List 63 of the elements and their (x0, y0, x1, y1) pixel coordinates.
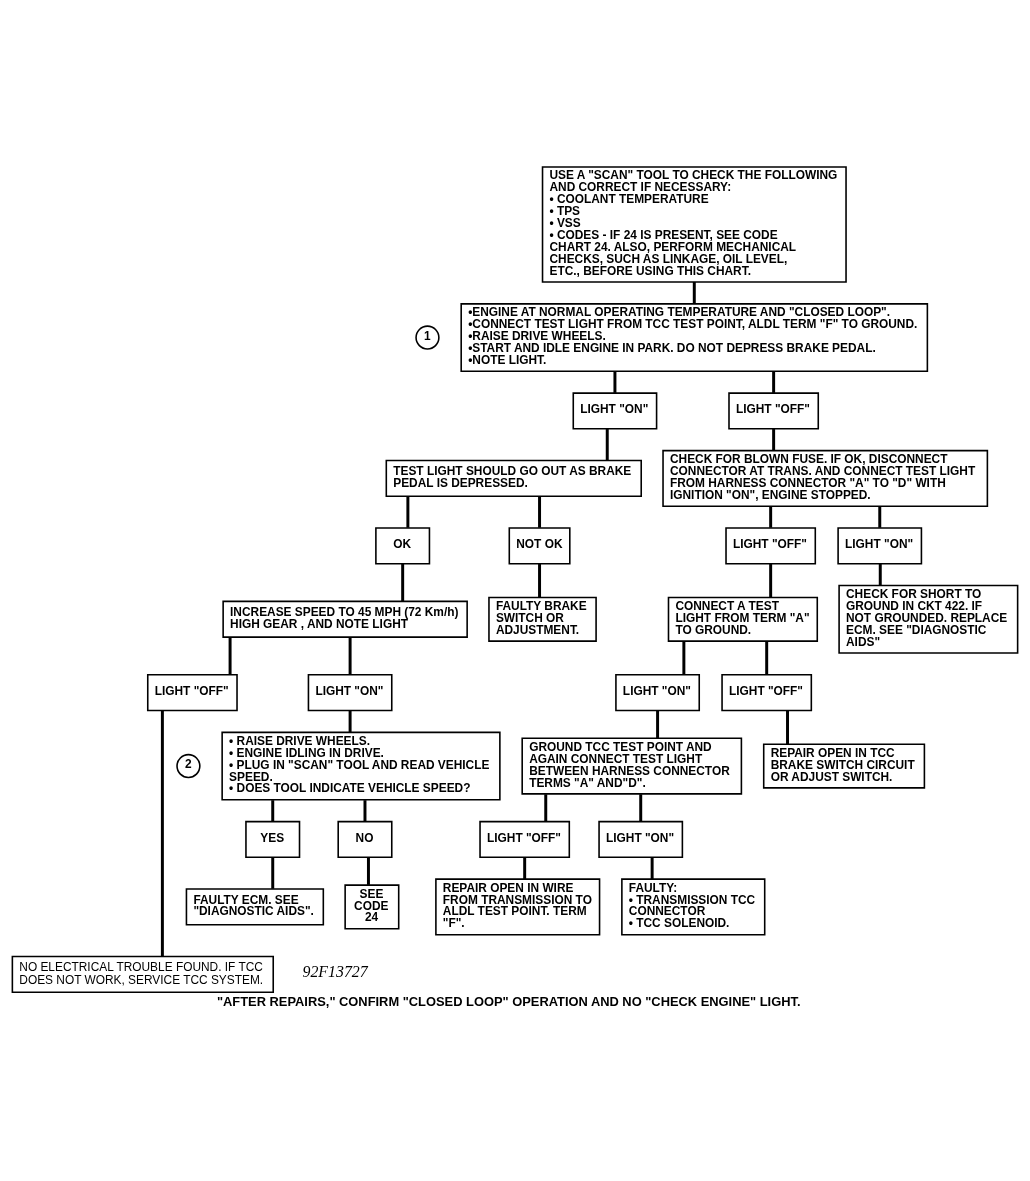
node-box: USE A "SCAN" TOOL TO CHECK THE FOLLOWING AND CORRECT IF NECESSARY: • COOLANT TEMPERATURE • TPS • VSS • CODES - IF 24 IS PRESENT, SEE CODE CHART 24. ALSO, PERFORM MECHANICAL CHECKS, SUCH AS LINKAGE, OIL LEVEL, ETC., BEFORE USING THIS CHART. (541, 166, 847, 283)
node-box: LIGHT "ON" (615, 674, 701, 712)
connector (765, 641, 769, 675)
node-box: NO (337, 820, 393, 859)
connector (348, 637, 352, 675)
connector (613, 371, 617, 393)
node-box: TEST LIGHT SHOULD GO OUT AS BRAKE PEDAL IS DEPRESSED. (385, 459, 642, 498)
node-box: NOT OK (508, 527, 571, 565)
connector (769, 506, 773, 528)
node-box: GROUND TCC TEST POINT AND AGAIN CONNECT TEST LIGHT BETWEEN HARNESS CONNECTOR TERMS "A" AND"D". (521, 737, 743, 795)
connector (605, 429, 609, 461)
connector (772, 371, 776, 393)
node-box: CHECK FOR BLOWN FUSE. IF OK, DISCONNECT CONNECTOR AT TRANS. AND CONNECT TEST LIGHT FROM HARNESS CONNECTOR "A" TO "D" WITH IGNITION "ON", ENGINE STOPPED. (662, 449, 989, 507)
node-box: LIGHT "ON" (307, 674, 393, 712)
connector (772, 429, 776, 451)
connector (656, 710, 660, 739)
node-circle: 1 (415, 325, 440, 350)
label: 92F13727 (302, 963, 368, 981)
connector (538, 564, 542, 598)
caption: "AFTER REPAIRS," CONFIRM "CLOSED LOOP" OPERATION AND NO "CHECK ENGINE" LIGHT. (216, 993, 801, 1009)
connector (363, 800, 367, 822)
connector (769, 564, 773, 598)
node-box: CHECK FOR SHORT TO GROUND IN CKT 422. IF NOT GROUNDED. REPLACE ECM. SEE "DIAGNOSTIC AIDS" (838, 584, 1019, 654)
node-box: LIGHT "ON" (837, 527, 923, 565)
node-circle: 2 (176, 753, 201, 779)
node-box: LIGHT "OFF" (721, 674, 813, 712)
connector (682, 641, 686, 675)
connector (523, 857, 527, 880)
node-box: LIGHT "OFF" (728, 392, 820, 430)
connector (271, 800, 275, 822)
node-box: YES (245, 820, 301, 859)
node-box: OK (375, 527, 431, 565)
connector (401, 564, 405, 602)
node-box: INCREASE SPEED TO 45 MPH (72 Km/h) HIGH GEAR , AND NOTE LIGHT (222, 600, 468, 638)
node-box: • RAISE DRIVE WHEELS. • ENGINE IDLING IN DRIVE. • PLUG IN "SCAN" TOOL AND READ VEHICLE SPEED. • DOES TOOL INDICATE VEHICLE SPEED? (221, 731, 501, 801)
node-box: LIGHT "OFF" (725, 527, 817, 565)
connector (544, 794, 548, 822)
connector (650, 857, 654, 880)
node-box: NO ELECTRICAL TROUBLE FOUND. IF TCC DOES NOT WORK, SERVICE TCC SYSTEM. (11, 955, 275, 993)
connector (878, 564, 882, 586)
node-box: FAULTY BRAKE SWITCH OR ADJUSTMENT. (488, 596, 597, 642)
connector (348, 710, 352, 733)
node-box: LIGHT "ON" (572, 392, 658, 430)
node-box: FAULTY: • TRANSMISSION TCC CONNECTOR • TCC SOLENOID. (621, 878, 766, 936)
connector (786, 710, 789, 745)
connector (160, 710, 164, 957)
node-box: REPAIR OPEN IN TCC BRAKE SWITCH CIRCUIT OR ADJUST SWITCH. (762, 743, 926, 789)
connector (878, 506, 882, 528)
node-box: •ENGINE AT NORMAL OPERATING TEMPERATURE AND "CLOSED LOOP". •CONNECT TEST LIGHT FROM TCC TEST POINT, ALDL TERM "F" TO GROUND. •RAISE DRIVE WHEELS. •START AND IDLE ENGINE IN PARK. DO NOT DEPRESS BRAKE PEDAL. •NOTE LIGHT. (460, 303, 929, 373)
node-box: REPAIR OPEN IN WIRE FROM TRANSMISSION TO ALDL TEST POINT. TERM "F". (435, 878, 601, 936)
connector (228, 637, 232, 675)
node-box: SEE CODE 24 (344, 884, 400, 930)
node-box: LIGHT "OFF" (479, 820, 571, 859)
connector (538, 496, 542, 528)
connector (639, 794, 643, 822)
connector (366, 857, 370, 885)
node-box: LIGHT "ON" (598, 820, 684, 859)
node-box: FAULTY ECM. SEE "DIAGNOSTIC AIDS". (185, 888, 325, 926)
connector (692, 282, 696, 304)
node-box: LIGHT "OFF" (146, 674, 238, 712)
connector (271, 857, 275, 889)
connector (406, 496, 410, 528)
node-box: CONNECT A TEST LIGHT FROM TERM "A" TO GROUND. (667, 596, 819, 642)
